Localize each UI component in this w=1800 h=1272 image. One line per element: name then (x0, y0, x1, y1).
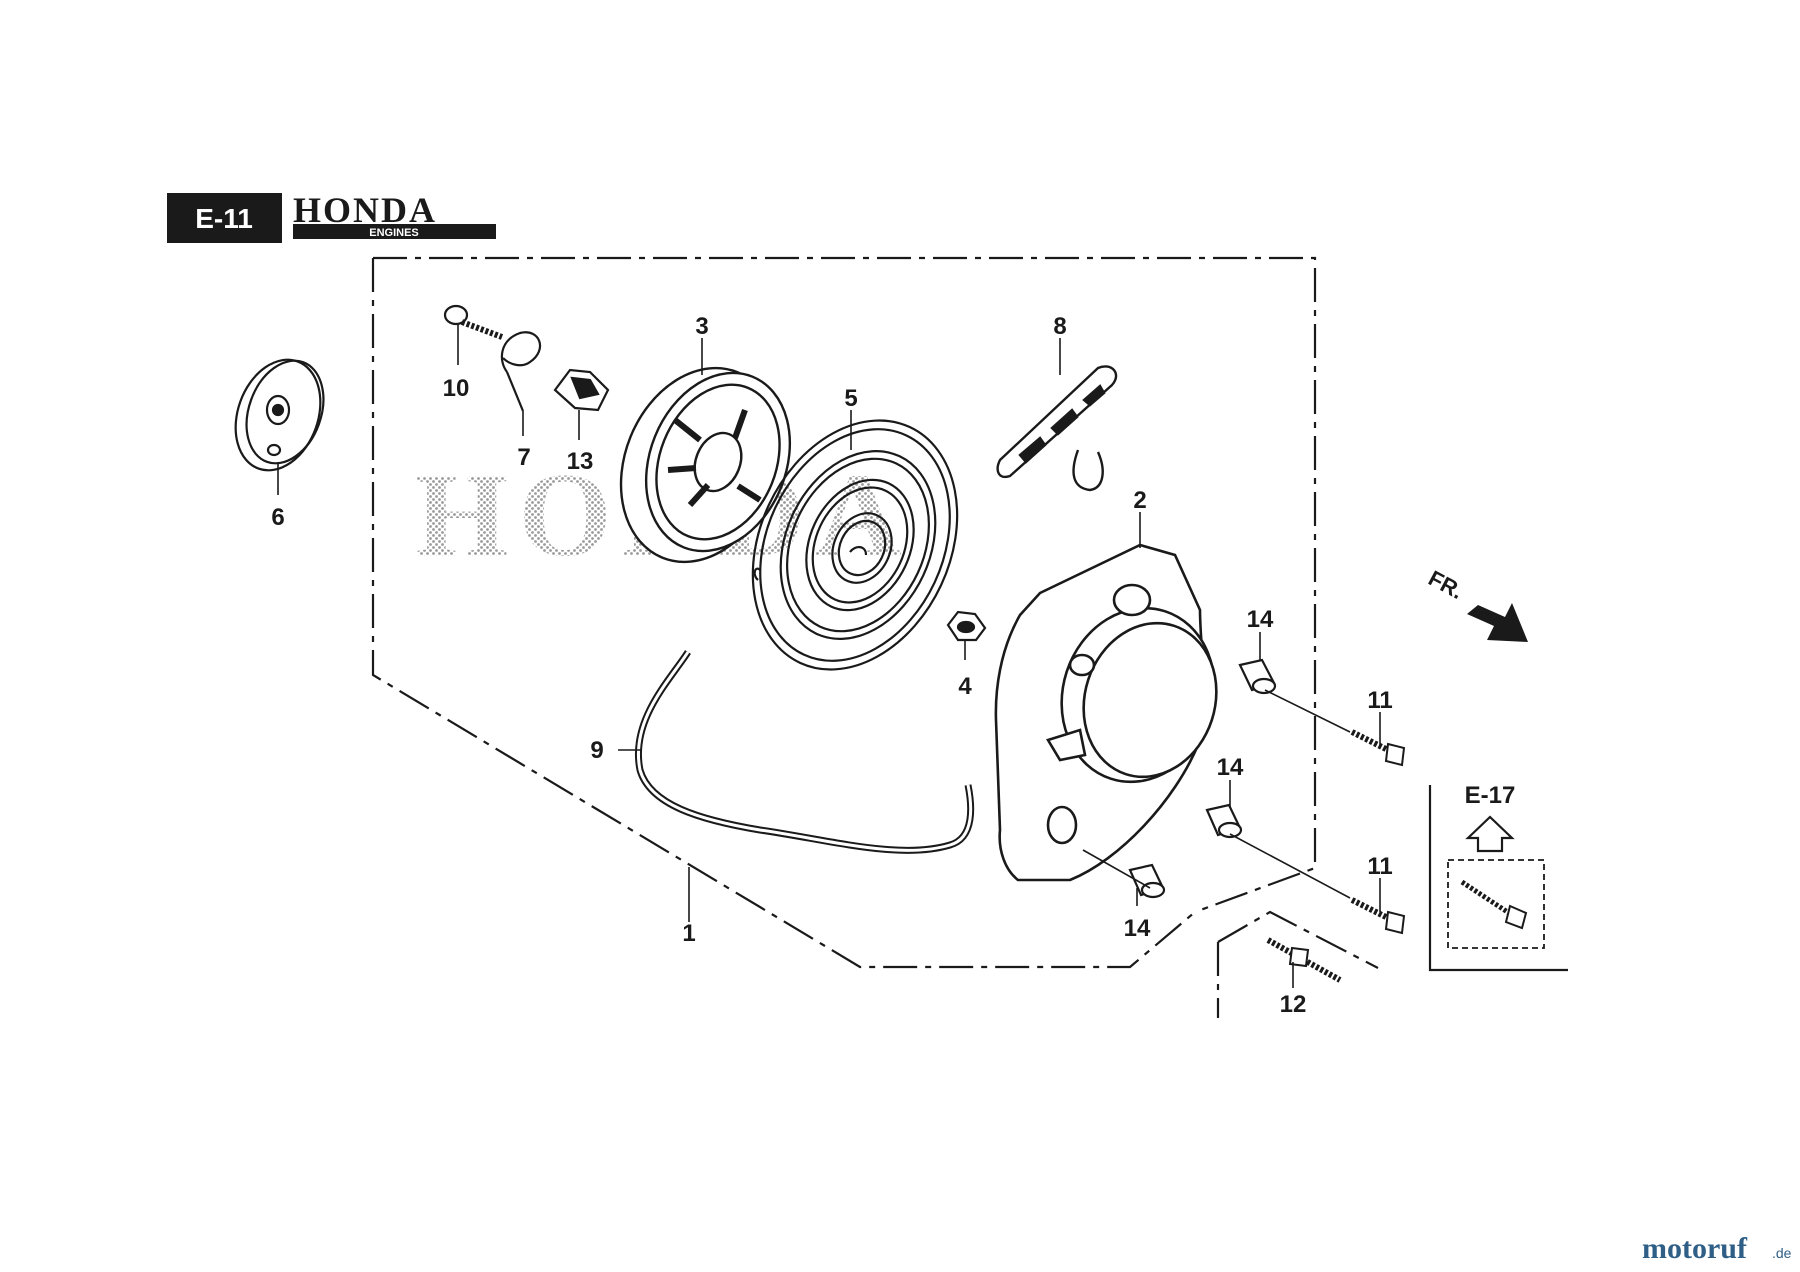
up-arrow-icon (1465, 815, 1515, 853)
flange-bolt-upper-drawing (1350, 729, 1406, 767)
starter-pulley-drawing (234, 358, 325, 472)
starter-rope-drawing (635, 650, 975, 854)
section-code-badge (167, 193, 282, 243)
footer-site-tld: .de (1772, 1245, 1792, 1261)
sub-boundary (1216, 910, 1379, 1018)
starter-grip-drawing (996, 365, 1118, 492)
stud-bolt-drawing (1266, 937, 1342, 983)
starter-rope-core (637, 651, 973, 852)
callout-9: 9 (590, 737, 603, 764)
callout-11-lower: 11 (1367, 853, 1392, 880)
callout-6: 6 (271, 504, 284, 531)
logo-bar (293, 224, 496, 239)
callout-2: 2 (1133, 487, 1146, 514)
callout-7: 7 (517, 444, 530, 471)
starter-reel-drawing (619, 366, 792, 564)
callout-3: 3 (695, 313, 708, 340)
footer-site-name: motoruf (1642, 1232, 1748, 1265)
leader-lines (277, 324, 1381, 988)
front-arrow-icon (1467, 603, 1528, 642)
collar-upper (1238, 658, 1277, 695)
callout-12: 12 (1280, 991, 1307, 1018)
reference-code: E-17 (1465, 782, 1516, 809)
callout-10: 10 (443, 375, 470, 402)
callout-8: 8 (1053, 313, 1066, 340)
front-direction-indicator: FR. (1424, 565, 1528, 642)
callout-4: 4 (958, 673, 972, 700)
assembly-boundary (371, 256, 1317, 969)
collar-drawings (1128, 658, 1277, 899)
reference-box: E-17 (1428, 782, 1568, 972)
collar-middle (1205, 803, 1243, 839)
engines-logo-text: ENGINES (369, 227, 419, 239)
friction-spring-drawing (500, 331, 541, 412)
callout-13: 13 (567, 448, 594, 475)
section-code: E-11 (195, 203, 253, 234)
collar-lower (1128, 863, 1166, 899)
callout-14-upper: 14 (1247, 606, 1274, 633)
ratchet-drawing (553, 368, 610, 412)
starter-grommet-drawing (946, 610, 987, 642)
callout-labels: 6 10 7 13 3 5 8 2 4 9 1 14 14 14 11 11 1… (271, 313, 1392, 1018)
recoil-spring-drawing (751, 419, 959, 671)
callout-14-lower: 14 (1124, 915, 1151, 942)
callout-5: 5 (844, 385, 857, 412)
flange-bolt-lower-drawing (1350, 897, 1406, 935)
callout-1: 1 (682, 920, 695, 947)
callout-11-upper: 11 (1367, 687, 1392, 714)
honda-engines-logo: HONDA ENGINES (293, 190, 496, 239)
starter-case-drawing (994, 543, 1218, 882)
setting-screw-drawing (443, 304, 504, 340)
callout-14-middle: 14 (1217, 754, 1244, 781)
honda-logo-text: HONDA (293, 190, 437, 230)
reference-bolt-frame (1447, 859, 1545, 949)
bolt-icon (1460, 879, 1528, 930)
footer-brand: motoruf .de (1642, 1232, 1792, 1265)
section-header: E-11 HONDA ENGINES (167, 190, 496, 243)
front-label: FR. (1424, 565, 1467, 604)
